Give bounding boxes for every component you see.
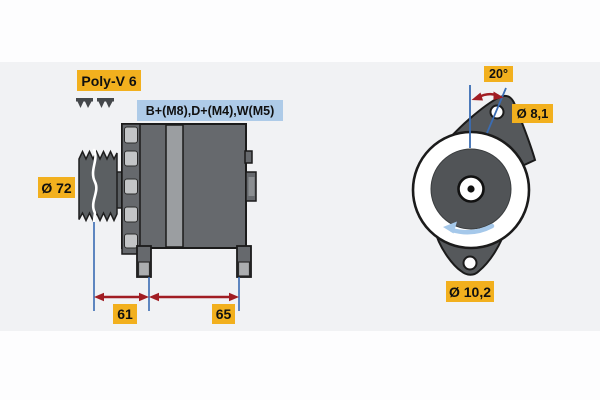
mounting-legs (136, 245, 252, 278)
pulley-break-line (91, 148, 98, 223)
stator-band (165, 124, 184, 248)
shaft-center-dot (467, 185, 475, 193)
dimension-extension-lines (93, 222, 240, 311)
dimension-65-label: 65 (212, 304, 235, 324)
dimension-61-label: 61 (113, 304, 137, 324)
dimension-lines (94, 292, 239, 302)
side-view (76, 98, 257, 311)
bottom-mounting-hole (462, 255, 478, 271)
vent-slots (124, 126, 138, 249)
pulley-diameter-label: Ø 72 (38, 177, 75, 198)
top-hole-diameter-label: Ø 8,1 (512, 104, 553, 123)
pulley (78, 149, 118, 223)
front-view (411, 85, 537, 276)
rotation-direction-arrow (443, 221, 495, 235)
belt-profile-icon (76, 98, 114, 108)
angle-reference-lines (469, 85, 507, 148)
terminal-block-face (248, 177, 255, 196)
dimension-arrowheads (94, 292, 239, 302)
rear-housing-step (244, 150, 253, 164)
bottom-hole-diameter-label: Ø 10,2 (446, 281, 494, 302)
alternator-housing (121, 123, 247, 249)
mount-angle-label: 20° (484, 66, 513, 82)
terminals-label: B+(M8),D+(M4),W(M5) (137, 100, 283, 121)
belt-type-label: Poly-V 6 (77, 70, 141, 91)
angle-arc-arrow (471, 91, 504, 101)
